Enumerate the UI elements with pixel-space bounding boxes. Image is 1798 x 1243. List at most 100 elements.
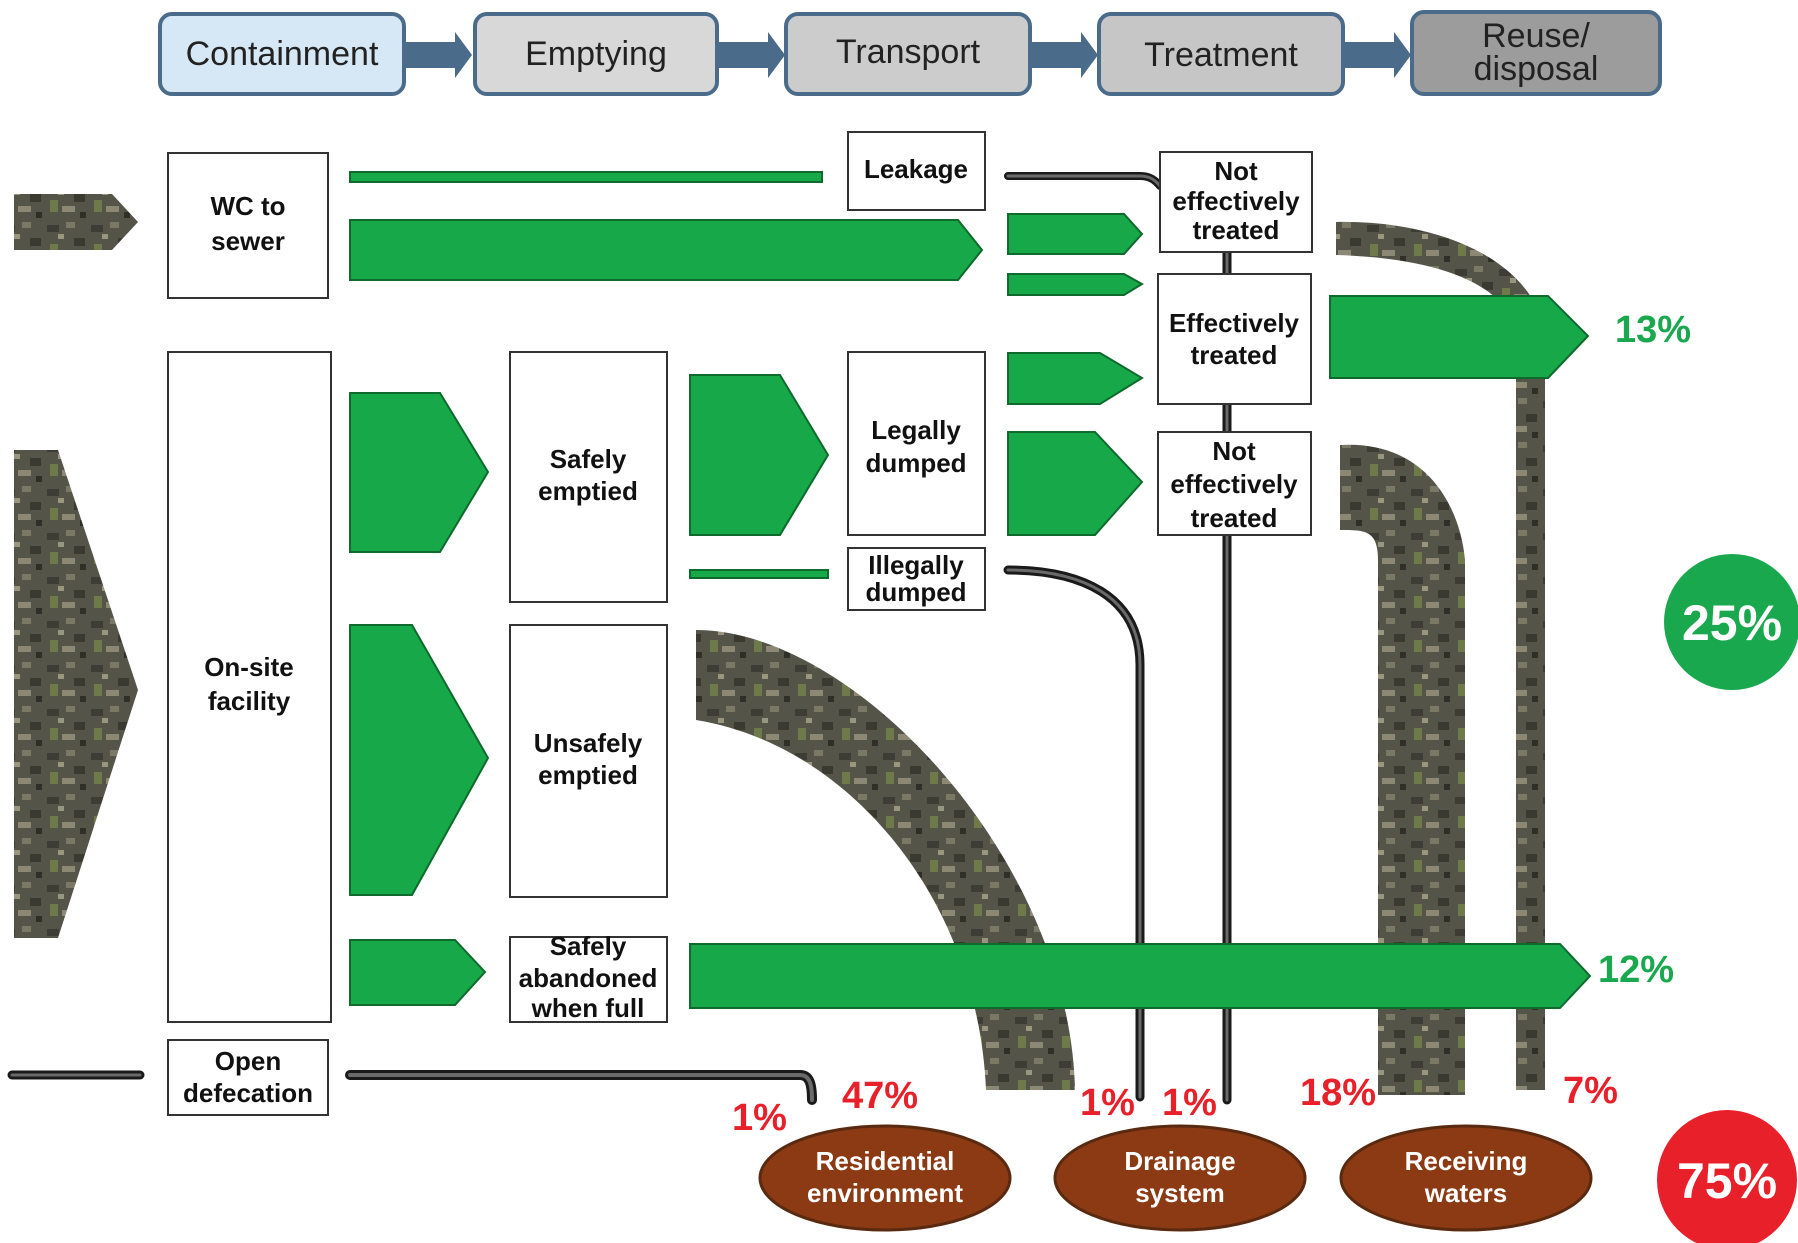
- illegal-dump-line-inner: [1006, 568, 1142, 1099]
- receiving-waters-oval: [1339, 1124, 1593, 1232]
- onsite-abandon-flow: [349, 939, 487, 1006]
- effectively-treated-box: [1157, 273, 1312, 405]
- stage-reuse-disposal-label-2: disposal: [1474, 50, 1599, 88]
- unsafely-emptied-label-2: emptied: [538, 760, 638, 790]
- drainage-system-label: Drainage: [1124, 1146, 1235, 1176]
- pct-residential: 47%: [842, 1075, 918, 1117]
- onsite-facility-box: [167, 351, 332, 1023]
- not-effectively-treated-1-label-3: treated: [1193, 215, 1280, 245]
- leakage-green-flow: [349, 171, 823, 183]
- residential-environment-oval: [758, 1124, 1012, 1232]
- leakage-box: [847, 131, 986, 211]
- stage-treatment: [1097, 12, 1345, 96]
- drainage-system-label-2: system: [1135, 1178, 1225, 1208]
- legal-not-effective-flow: [1007, 431, 1144, 536]
- safely-emptied-label-2: emptied: [538, 476, 638, 506]
- open-defecation-box: [167, 1039, 329, 1116]
- onsite-safe-empty-flow: [349, 392, 490, 553]
- effectively-treated-label-2: treated: [1191, 340, 1278, 370]
- leakage-line-inner: [1006, 174, 1162, 188]
- onsite-facility-label-2: facility: [208, 686, 291, 716]
- safely-emptied-label: Safely: [550, 444, 627, 474]
- sewer-effective-flow: [1007, 273, 1144, 296]
- leakage-label: Leakage: [864, 154, 968, 184]
- pct-receiving-a: 18%: [1300, 1072, 1376, 1114]
- unsafely-emptied-label: Unsafely: [534, 728, 643, 758]
- safely-abandoned-box: [509, 936, 668, 1023]
- stage-transport-label: Transport: [836, 33, 981, 71]
- not-effectively-treated-2-label-3: treated: [1191, 503, 1278, 533]
- sewer-not-effective-flow: [1007, 213, 1144, 255]
- stage-containment: [158, 12, 406, 96]
- stage-arrow-4: [1343, 32, 1411, 78]
- legally-dumped-label-2: dumped: [865, 448, 966, 478]
- pct-open-defecation: 1%: [732, 1097, 787, 1139]
- stage-emptying-label: Emptying: [525, 35, 667, 73]
- illegally-dumped-label-2: dumped: [865, 577, 966, 607]
- stage-arrow-3: [1030, 32, 1098, 78]
- pct-receiving-b: 7%: [1563, 1070, 1618, 1112]
- sewer-input-arrow: [14, 194, 138, 250]
- onsite-input-arrow: [14, 450, 138, 938]
- stage-header: Containment Emptying Transport Treatment…: [158, 10, 1662, 96]
- onsite-facility-label: On-site: [204, 652, 294, 682]
- legal-effective-flow: [1007, 352, 1144, 405]
- stage-transport: [784, 12, 1032, 96]
- treatment-boxes: [1157, 151, 1313, 536]
- illegal-dump-flow: [689, 569, 829, 579]
- destinations: [758, 1124, 1593, 1232]
- stage-arrow-1: [404, 32, 472, 78]
- not-effectively-treated-box-2: [1157, 431, 1312, 536]
- percentages: 13% 12% 1% 47% 1% 1% 18% 7% 25% 75%: [732, 309, 1798, 1243]
- legally-dumped-box: [847, 351, 986, 536]
- stage-treatment-label: Treatment: [1144, 36, 1298, 74]
- not-effectively-treated-1-label-2: effectively: [1172, 186, 1300, 216]
- wc-to-sewer-label-2: sewer: [211, 226, 285, 256]
- unsafe-total-label: 75%: [1677, 1153, 1777, 1209]
- wc-to-sewer-box: [167, 152, 329, 299]
- unsafely-emptied-box: [509, 624, 668, 898]
- sewer-main-flow: [349, 219, 984, 281]
- stage-containment-label: Containment: [186, 35, 379, 73]
- safely-abandoned-label: Safely: [550, 931, 627, 961]
- pct-safe-reuse: 13%: [1615, 309, 1691, 351]
- illegally-dumped-label: Illegally: [868, 550, 964, 580]
- residential-environment-label: Residential: [816, 1146, 955, 1176]
- receiving-waters-label: Receiving: [1405, 1146, 1528, 1176]
- unsafe-total-circle: [1657, 1110, 1797, 1243]
- onsite-unsafe-empty-flow: [349, 624, 490, 896]
- not-effectively-treated-2-label-2: effectively: [1170, 469, 1298, 499]
- containment-boxes: [167, 152, 332, 1116]
- not-effectively-treated-2-label: Not: [1212, 436, 1256, 466]
- pct-drainage-a: 1%: [1080, 1082, 1135, 1124]
- emptying-boxes: [509, 351, 668, 1023]
- safe-flows: [349, 171, 1592, 1009]
- stage-arrow-2: [717, 32, 785, 78]
- stage-reuse-disposal: [1410, 10, 1662, 96]
- safe-total-label: 25%: [1682, 595, 1782, 651]
- abandoned-storage-flow: [689, 943, 1592, 1009]
- stage-reuse-disposal-label: Reuse/: [1482, 17, 1590, 55]
- wc-to-sewer-label: WC to: [210, 191, 285, 221]
- safe-total-circle: [1664, 554, 1798, 690]
- pct-safely-abandoned: 12%: [1598, 949, 1674, 991]
- receiving-waters-flow-1: [1340, 444, 1465, 1095]
- legally-dumped-label: Legally: [871, 415, 961, 445]
- drainage-system-oval: [1053, 1124, 1307, 1232]
- stage-emptying: [473, 12, 719, 96]
- effective-reuse-flow: [1329, 295, 1590, 379]
- receiving-waters-label-2: waters: [1424, 1178, 1507, 1208]
- residential-sludge-flow: [696, 630, 1075, 1090]
- open-defecation-label-2: defecation: [183, 1078, 313, 1108]
- transport-boxes: [847, 131, 986, 611]
- residential-environment-label-2: environment: [807, 1178, 963, 1208]
- safe-empty-transport-flow: [689, 374, 830, 536]
- safely-emptied-box: [509, 351, 668, 603]
- effectively-treated-label: Effectively: [1169, 308, 1300, 338]
- not-effectively-treated-box-1: [1159, 151, 1313, 253]
- safely-abandoned-label-3: when full: [531, 993, 645, 1023]
- not-effectively-treated-1-label: Not: [1214, 156, 1258, 186]
- pct-drainage-b: 1%: [1162, 1082, 1217, 1124]
- open-defecation-label: Open: [215, 1046, 281, 1076]
